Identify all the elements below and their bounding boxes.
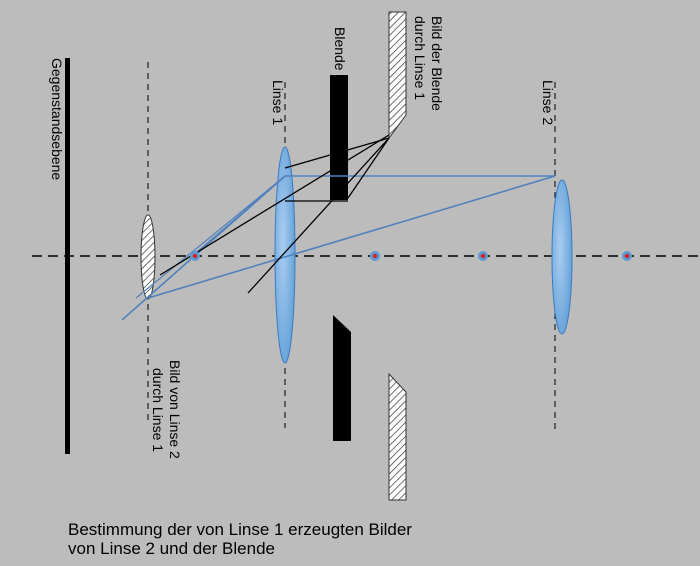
ray-black-4 <box>347 137 390 199</box>
aperture-label: Blende <box>332 27 348 71</box>
aperture-image-label-line1: Bild der Blende <box>429 16 445 111</box>
caption: Bestimmung der von Linse 1 erzeugten Bil… <box>68 520 412 558</box>
ray-black-2 <box>247 137 390 294</box>
focal-point <box>190 251 200 261</box>
ray-black-1 <box>159 134 390 276</box>
aperture-image-lower <box>388 372 407 501</box>
focal-point <box>478 251 488 261</box>
caption-line2: von Linse 2 und der Blende <box>68 539 275 558</box>
lens2-image-label-line1: Bild von Linse 2 <box>167 360 183 459</box>
lens1-label: Linse 1 <box>270 80 286 125</box>
caption-line1: Bestimmung der von Linse 1 erzeugten Bil… <box>68 520 412 539</box>
aperture-image-label-line2: durch Linse 1 <box>412 16 428 100</box>
lens2 <box>551 179 573 335</box>
focal-point <box>370 251 380 261</box>
focal-point <box>622 251 632 261</box>
lens2-image-label-line2: durch Linse 1 <box>150 368 166 452</box>
lens2-image <box>140 214 156 300</box>
ray-blue-2 <box>147 175 556 299</box>
object-plane-label: Gegenstandsebene <box>49 58 65 180</box>
aperture-upper <box>330 75 348 200</box>
aperture-image-upper <box>388 11 407 140</box>
lens2-label: Linse 2 <box>540 80 556 125</box>
ray-blue-5 <box>135 175 286 299</box>
aperture-lower <box>333 315 351 441</box>
ray-black-5 <box>284 137 390 169</box>
object-plane <box>65 58 70 454</box>
